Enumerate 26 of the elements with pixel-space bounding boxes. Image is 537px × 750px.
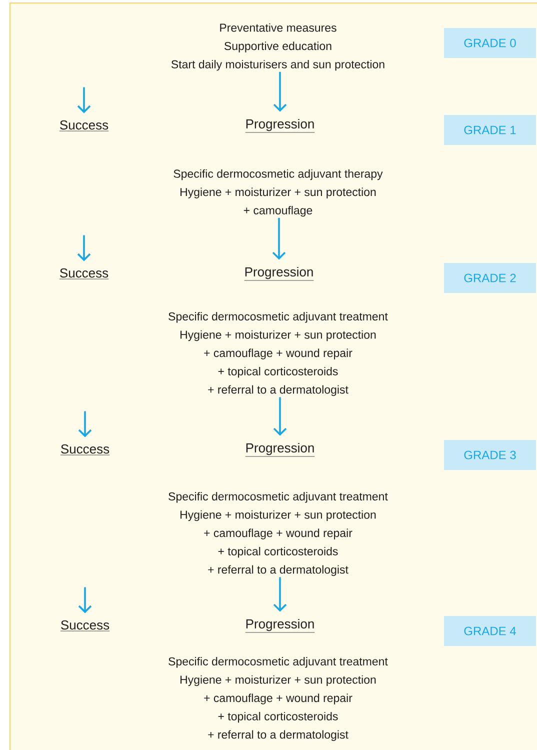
treatment-text: Preventative measures Supportive education Start daily moisturisers and sun protection [171, 23, 384, 71]
arrow [273, 397, 287, 436]
outcome-label: Success [59, 268, 109, 280]
treatment-text: Specific dermocosmetic adjuvant therapy Hygiene + moisturizer + sun protection + camouflage [174, 169, 383, 217]
outcome-label: Progression [245, 118, 315, 133]
outcome-label: Progression [245, 618, 315, 633]
grade-badge: GRADE 3 [444, 440, 536, 470]
grade-badge: GRADE 1 [444, 115, 536, 145]
grade-badge: GRADE 0 [444, 28, 536, 58]
grade-badge: GRADE 2 [444, 263, 536, 293]
treatment-text: Specific dermocosmetic adjuvant treatment Hygiene + moisturizer + sun protection + camouflage + wound repair + topical corticosteroids + referral to a dermatologist [168, 312, 388, 396]
treatment-text: Specific dermocosmetic adjuvant treatment Hygiene + moisturizer + sun protection + camouflage + wound repair + topical corticosteroids + referral to a dermatologist [168, 657, 388, 741]
outcome-label: Success [60, 444, 110, 456]
outcome-label: Progression [245, 442, 315, 457]
treatment-text: Specific dermocosmetic adjuvant treatment Hygiene + moisturizer + sun protection + camouflage + wound repair + topical corticosteroids + referral to a dermatologist [168, 492, 388, 576]
arrow [78, 411, 92, 438]
arrow [78, 587, 92, 614]
arrow [273, 577, 287, 612]
arrow [272, 218, 286, 260]
grade-badge: GRADE 4 [444, 616, 536, 646]
arrow [77, 87, 91, 114]
outcome-label: Progression [244, 266, 314, 281]
outcome-label: Success [60, 620, 110, 632]
outcome-label: Success [59, 120, 109, 132]
arrow [77, 235, 91, 262]
arrow [273, 72, 287, 112]
